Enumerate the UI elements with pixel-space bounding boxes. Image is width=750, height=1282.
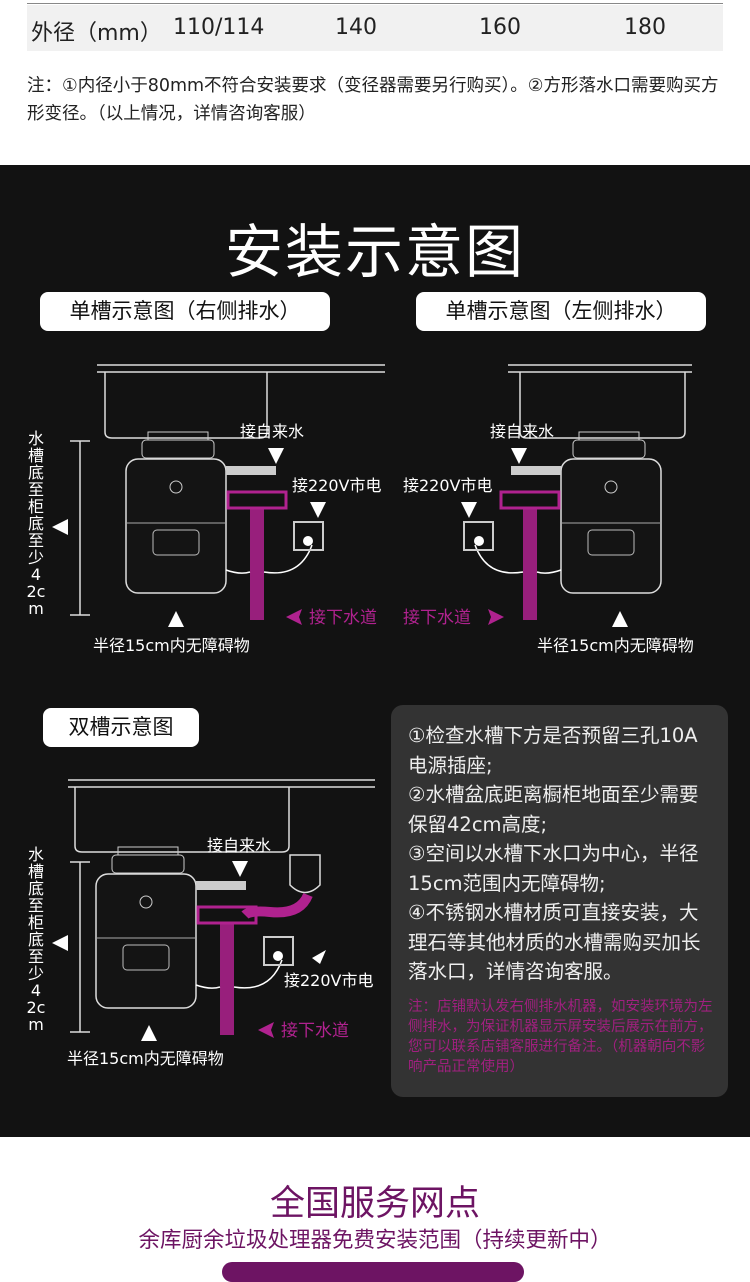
power-socket-icon [463, 521, 494, 551]
drain-label: 接下水道 [281, 1021, 349, 1041]
cell: 180 [624, 15, 666, 40]
cell: 160 [479, 15, 521, 40]
water-inlet-pipe [511, 466, 561, 475]
plug-icon [273, 951, 283, 961]
clearance-label: 半径15cm内无障碍物 [67, 1049, 224, 1068]
height-marker-3 [70, 861, 90, 1033]
sink-3 [68, 779, 375, 894]
power-label: 接220V市电 [284, 971, 374, 990]
arrow-up-icon [168, 611, 184, 627]
cell: 110/114 [173, 15, 265, 40]
drain-label: 接下水道 [309, 608, 377, 628]
arrow-right-icon [488, 609, 504, 625]
display-panel [152, 529, 200, 556]
cell: 140 [335, 15, 377, 40]
table-top-rule [27, 3, 723, 4]
flange [578, 431, 640, 441]
install-requirements-box: ①检查水槽下方是否预留三孔10A电源插座; ②水槽盆底距离橱柜地面至少需要保留4… [391, 705, 728, 1097]
drain-label: 接下水道 [403, 608, 471, 628]
arrow-left-icon [52, 519, 68, 535]
service-title: 全国服务网点 [269, 1184, 480, 1224]
water-in-label: 接自来水 [240, 422, 304, 441]
arrow-left-icon [52, 935, 68, 951]
arrow-up-icon [612, 611, 628, 627]
mount-ring [141, 439, 215, 459]
power-socket-icon [263, 936, 294, 966]
arrow-down-icon [310, 502, 326, 518]
diagram-label-right-drain: 单槽示意图（右侧排水） [40, 292, 330, 331]
tee-fitting [226, 490, 288, 510]
water-in-label: 接自来水 [490, 422, 554, 441]
water-inlet-pipe [196, 881, 246, 890]
water-inlet-pipe [226, 466, 276, 475]
plug-icon [474, 536, 484, 546]
power-label: 接220V市电 [292, 476, 382, 495]
service-subtitle: 余库厨余垃圾处理器免费安装范围（持续更新中） [138, 1228, 612, 1253]
note-text: 注：①内径小于80mm不符合安装要求（变径器需要另行购买）。②方形落水口需要购买… [27, 76, 719, 124]
drain-hose [250, 508, 264, 620]
diagram-label-double: 双槽示意图 [43, 708, 199, 747]
disposer-unit-1 [125, 431, 324, 620]
service-banner [222, 1262, 524, 1282]
brand-logo-icon [169, 480, 183, 494]
water-in-label: 接自来水 [207, 836, 271, 855]
arrow-down-icon [511, 448, 527, 464]
clearance-label: 半径15cm内无障碍物 [93, 636, 250, 655]
diagrams-svg: 接自来水 接220V市电 半径15cm内无障碍物 接自来水 接220V市电 半径… [52, 364, 694, 1068]
clearance-label: 半径15cm内无障碍物 [537, 636, 694, 655]
flange [147, 431, 209, 441]
drain-hose [220, 923, 234, 1035]
disposer-body [560, 458, 662, 594]
section-title: 安装示意图 [224, 218, 525, 286]
power-label: 接220V市电 [403, 476, 493, 495]
install-note: 注：店铺默认发右侧排水机器，如安装环境为左侧排水，为保证机器显示屏安装后展示在前… [408, 998, 713, 1075]
height-marker-1 [70, 440, 90, 616]
brand-logo-icon [139, 895, 153, 909]
arrow-left-icon [258, 1022, 274, 1038]
plug-icon [303, 536, 313, 546]
disposer-unit-2 [463, 431, 662, 620]
display-panel [122, 944, 170, 971]
arrow-up-icon [141, 1025, 157, 1041]
mount-ring [572, 439, 646, 459]
requirement-item: ④不锈钢水槽材质可直接安装，大理石等其他材质的水槽需购买加长落水口，详情咨询客服… [408, 901, 701, 983]
height-label: 水槽底至柜底至少42cm [26, 429, 46, 618]
s-trap-pipe [241, 892, 313, 919]
requirement-item: ③空间以水槽下水口为中心，半径15cm范围内无障碍物; [408, 842, 699, 895]
sink-1 [97, 364, 385, 439]
requirement-item: ②水槽盆底距离橱柜地面至少需要保留42cm高度; [408, 783, 699, 836]
power-socket-icon [293, 521, 324, 551]
brand-logo-icon [604, 480, 618, 494]
flange [117, 846, 179, 856]
arrow-down-icon [268, 448, 284, 464]
sink-2 [508, 364, 692, 439]
display-panel [587, 529, 635, 556]
disposer-body [95, 873, 197, 1009]
tee-fitting [499, 490, 561, 510]
mount-ring [111, 854, 185, 874]
drain-hose [523, 508, 537, 620]
arrow-down-icon [461, 502, 477, 518]
disposer-body [125, 458, 227, 594]
requirement-item: ①检查水槽下方是否预留三孔10A电源插座; [408, 724, 698, 777]
arrow-down-icon [232, 861, 248, 877]
arrow-icon [312, 950, 326, 964]
table-row-outer-diameter: 外径（mm） 110/114 140 160 180 [27, 5, 723, 51]
disposer-unit-3 [95, 846, 294, 1035]
height-label: 水槽底至柜底至少42cm [26, 845, 46, 1034]
arrow-left-icon [286, 609, 302, 625]
diagram-label-left-drain: 单槽示意图（左侧排水） [416, 292, 706, 331]
row-label: 外径（mm） [31, 21, 162, 46]
